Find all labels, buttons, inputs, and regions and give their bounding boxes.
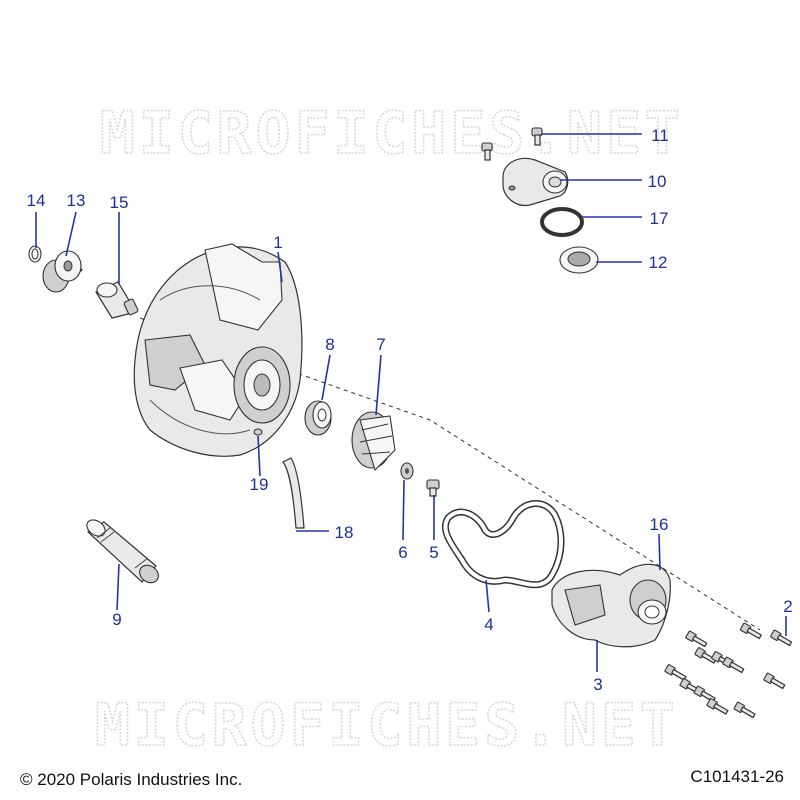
impeller-part-7 <box>351 411 396 472</box>
callout-3: 3 <box>593 675 602 694</box>
o-ring-part-14 <box>28 245 42 263</box>
callout-13: 13 <box>67 191 86 210</box>
bolt-group-part-2 <box>664 622 793 719</box>
tube-part-9 <box>86 519 159 584</box>
callout-2: 2 <box>783 597 792 616</box>
callout-8: 8 <box>325 335 334 354</box>
shaft-part-15 <box>95 281 139 319</box>
callout-4: 4 <box>484 615 493 634</box>
bolt-part-5 <box>426 479 440 497</box>
pump-housing-part-3 <box>551 563 671 648</box>
callout-1: 1 <box>273 233 282 252</box>
leader-lines <box>35 133 787 672</box>
bolt-part-11 <box>481 127 543 161</box>
callout-6: 6 <box>398 543 407 562</box>
callout-18: 18 <box>335 523 354 542</box>
callout-16: 16 <box>650 515 669 534</box>
seal-part-8 <box>304 400 332 436</box>
callout-11: 11 <box>651 126 669 145</box>
callout-7: 7 <box>376 335 385 354</box>
gasket-part-4 <box>441 500 565 589</box>
seal-ring-part-17 <box>540 207 584 237</box>
callout-19: 19 <box>250 475 269 494</box>
thermostat-part-12 <box>559 246 599 274</box>
thermostat-housing-part-10 <box>502 157 569 207</box>
callout-14: 14 <box>27 191 46 210</box>
copyright-notice: © 2020 Polaris Industries Inc. <box>20 770 243 789</box>
assembly-axis-line <box>139 317 761 631</box>
callout-12: 12 <box>649 253 668 272</box>
document-number: C101431-26 <box>690 767 784 786</box>
hose-part-18 <box>282 457 305 529</box>
housing-cover-part-1 <box>133 243 303 457</box>
watermark-top: MICROFICHES.NET <box>100 99 684 167</box>
callout-15: 15 <box>110 193 129 212</box>
callout-9: 9 <box>112 610 121 629</box>
callout-17: 17 <box>650 209 669 228</box>
watermark-bottom: MICROFICHES.NET <box>95 691 679 759</box>
callout-5: 5 <box>429 543 438 562</box>
dowel-part-19 <box>253 428 263 436</box>
drive-wheel-part-13 <box>42 250 83 293</box>
callout-10: 10 <box>648 172 667 191</box>
washer-part-6 <box>400 462 414 480</box>
